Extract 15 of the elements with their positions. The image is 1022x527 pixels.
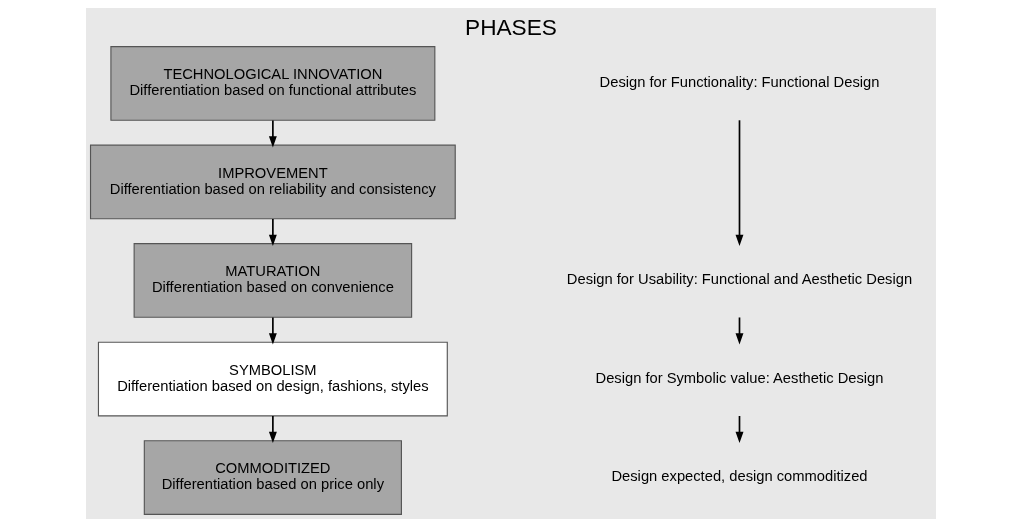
node-box: TECHNOLOGICAL INNOVATION Differentiation based on functional attributes [110,46,436,121]
arrow [268,218,277,247]
node-box: SYMBOLISM Differentiation based on design, fashions, styles [97,341,448,417]
arrow [268,415,277,444]
node-text: Design expected, design commoditized [611,468,868,485]
arrow [735,119,744,247]
node-box: MATURATION Differentiation based on convenience [133,243,413,318]
node-text: Design for Usability: Functional and Aesthetic Design [566,271,913,288]
arrow [268,119,277,148]
node-box: IMPROVEMENT Differentiation based on reliability and consistency [89,144,456,220]
diagram-title: PHASES [465,14,557,41]
arrow [268,316,277,345]
node-text: Design for Functionality: Functional Design [599,74,880,91]
node-box: COMMODITIZED Differentiation based on price only [143,440,402,515]
node-text: Design for Symbolic value: Aesthetic Design [595,369,884,386]
